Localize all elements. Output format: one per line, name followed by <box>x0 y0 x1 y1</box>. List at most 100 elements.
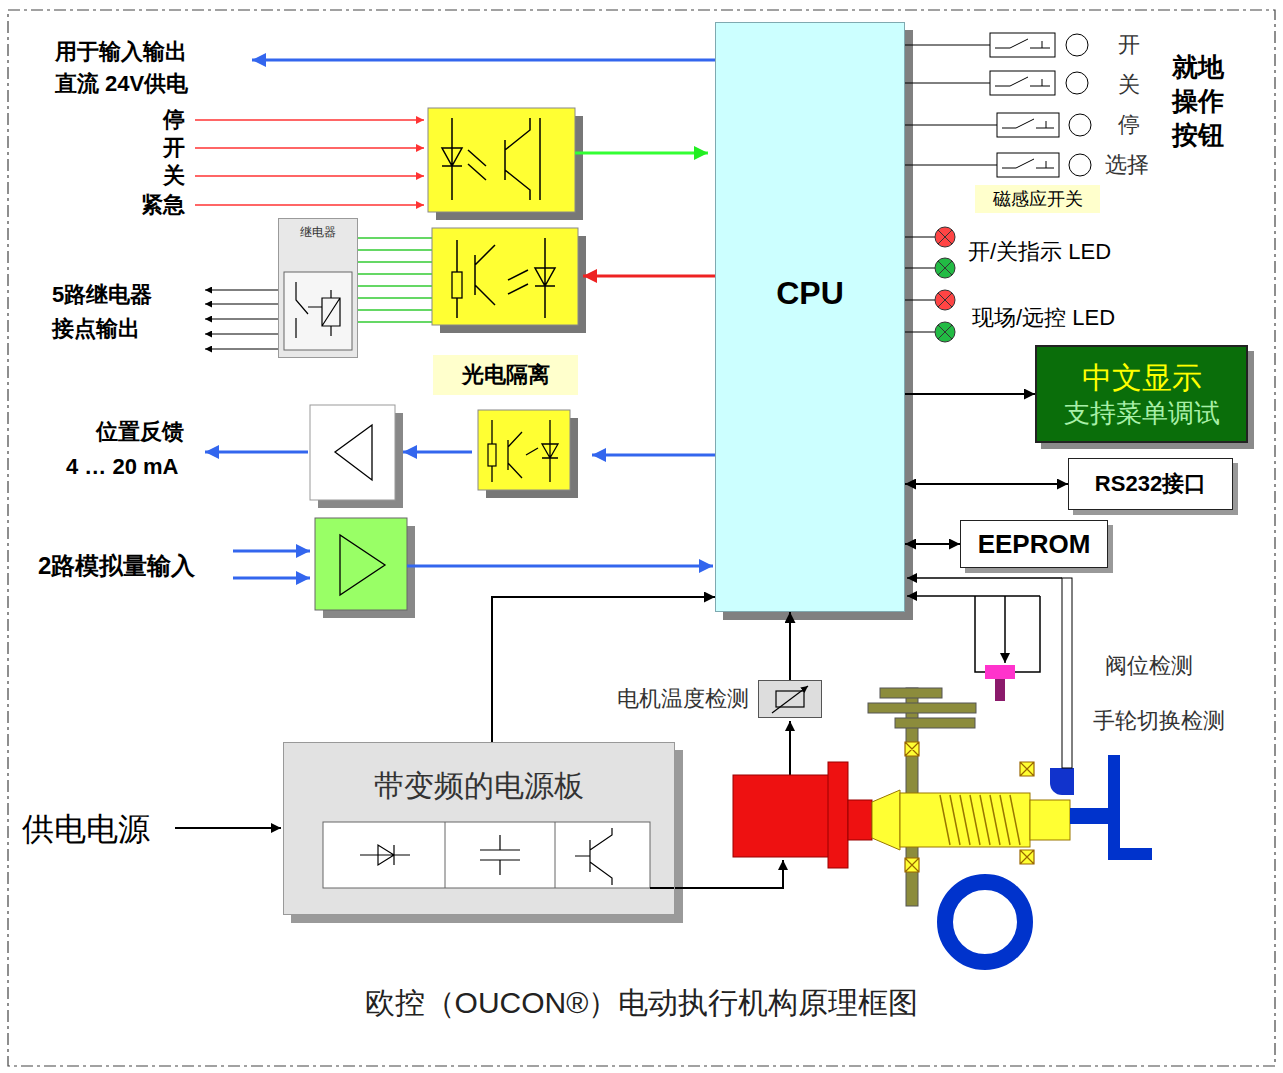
label-text: 2路模拟量输入 <box>38 551 195 581</box>
display-box: 中文显示支持菜单调试 <box>1035 345 1248 443</box>
supply-arrow <box>175 827 281 829</box>
handwheel <box>1108 848 1152 860</box>
label-text: 用于输入输出 直流 24V供电 <box>55 36 205 100</box>
feedback-arrow <box>592 454 715 457</box>
motor-flange <box>828 762 848 868</box>
analog-input-arrow <box>233 550 310 553</box>
amplifier-symbol <box>335 425 372 480</box>
interface-box: RS232接口 <box>1068 458 1233 510</box>
label-text: 停 <box>1118 111 1140 139</box>
optocoupler <box>432 228 578 325</box>
input-wire <box>195 147 424 149</box>
relay-output <box>205 319 278 320</box>
node-text: 支持菜单调试 <box>1064 397 1220 430</box>
button <box>1069 154 1091 176</box>
optocoupler-symbol <box>492 420 558 482</box>
sensor-cable <box>1062 578 1072 768</box>
sensor-line <box>1004 596 1006 663</box>
label-text: 手轮切换检测 <box>1093 707 1225 735</box>
motor <box>733 775 830 857</box>
node-text: 继电器 <box>300 225 336 240</box>
node-text: RS232接口 <box>1095 470 1206 498</box>
optocoupler <box>428 108 575 212</box>
connector <box>905 483 1068 485</box>
relay-frame <box>284 272 352 350</box>
label-text: 供电电源 <box>22 809 150 849</box>
node-text: 光电隔离 <box>462 361 550 389</box>
worm-gear <box>900 793 1030 847</box>
label-text: 就地 操作 按钮 <box>1172 50 1232 152</box>
relay-output <box>205 349 278 350</box>
node-text: CPU <box>776 273 844 313</box>
node-text: 电机温度检测 <box>617 685 749 713</box>
led-cross <box>938 230 952 339</box>
switch-symbol <box>997 153 1059 177</box>
label-text: 位置反馈 <box>96 418 184 446</box>
button <box>1069 114 1091 136</box>
button-wire <box>905 45 997 165</box>
node-text: 带变频的电源板 <box>374 767 584 805</box>
relay-output <box>205 304 278 305</box>
power-out-arrow <box>252 59 715 62</box>
board-panel <box>323 822 650 888</box>
relay-box: 继电器 <box>278 218 358 358</box>
analog-input-arrow <box>233 577 310 580</box>
resistor-symbol <box>488 444 496 466</box>
optocoupler-symbol <box>457 238 555 318</box>
optocoupler <box>478 410 570 490</box>
worm-thread <box>940 795 1020 845</box>
worm-cone <box>872 790 900 850</box>
isolation-tag: 光电隔离 <box>433 355 578 395</box>
switch-contact <box>995 39 1054 168</box>
diode-symbol <box>360 845 410 865</box>
signal-arrow <box>575 152 708 155</box>
relay-output <box>205 334 278 335</box>
label-text: 紧急 <box>141 191 185 219</box>
button <box>1066 72 1088 94</box>
label-text: 关 <box>163 162 185 190</box>
connector <box>789 612 791 680</box>
caption: 欧控（OUCON®）电动执行机构原理框图 <box>0 984 1283 1022</box>
node-text: 磁感应开关 <box>993 188 1083 211</box>
input-wire <box>195 119 424 121</box>
analog-signal-arrow <box>407 565 713 568</box>
gear <box>895 718 975 728</box>
bearing <box>905 742 1034 872</box>
signal-arrow <box>583 275 715 278</box>
sensor-line <box>907 595 1040 597</box>
cpu-box: CPU <box>715 22 905 612</box>
transistor-symbol <box>575 828 612 885</box>
label-text: 选择 <box>1105 151 1149 179</box>
gear <box>868 703 976 713</box>
label-text: 开 <box>163 134 185 162</box>
capacitor-symbol <box>480 835 520 875</box>
label-text: 现场/远控 LED <box>972 304 1115 332</box>
switch-symbol <box>997 113 1059 137</box>
amplifier-symbol <box>340 535 385 595</box>
handwheel <box>1108 755 1120 860</box>
relay-output <box>205 290 278 291</box>
sensor-fill <box>758 680 822 718</box>
frame-border <box>8 10 1275 1066</box>
amplifier-box <box>315 518 407 610</box>
sensor-box: 电机温度检测 <box>758 680 822 718</box>
amplifier-box <box>310 405 395 500</box>
connector <box>905 543 960 545</box>
node-text: 中文显示 <box>1082 359 1202 397</box>
handwheel-shaft <box>1070 808 1108 824</box>
gear <box>880 688 942 698</box>
relay-wires <box>358 238 432 322</box>
feedback-arrow <box>403 451 472 454</box>
feedback-arrow <box>205 451 308 454</box>
input-wire <box>195 204 424 206</box>
motor-drive-arrow <box>650 860 783 888</box>
label-text: 4 … 20 mA <box>66 453 179 481</box>
label-text: 开 <box>1118 31 1140 59</box>
label-text: 停 <box>163 106 185 134</box>
power-board: 带变频的电源板 <box>283 742 675 915</box>
label-text: 阀位检测 <box>1105 652 1193 680</box>
relay-fill <box>278 218 358 358</box>
optocoupler-symbol <box>442 118 540 200</box>
resistor-symbol <box>452 272 462 298</box>
